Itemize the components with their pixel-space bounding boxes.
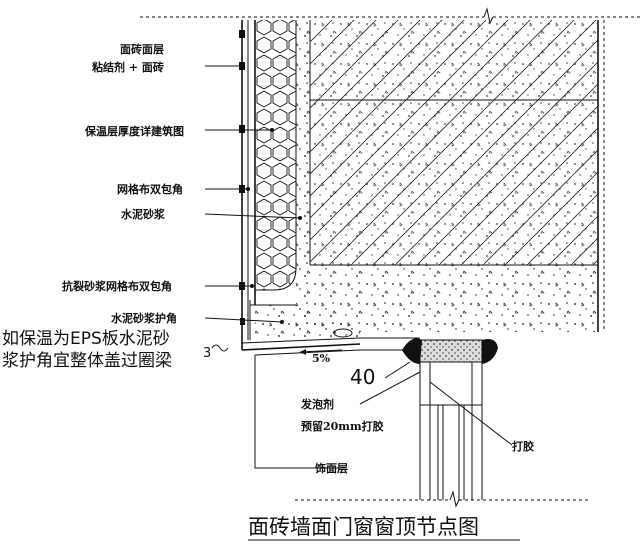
drawing-title: 面砖墙面门窗窗顶节点图: [248, 515, 479, 539]
slope-indicator: 5%: [299, 349, 343, 365]
label-finish-layer: 饰面层: [315, 461, 348, 475]
insulation-layer: [254, 20, 297, 305]
label-tile-surface: 面砖面层: [120, 42, 164, 56]
note-line-1: 如保温为EPS板水泥砂: [2, 329, 170, 349]
label-cement-mortar: 水泥砂浆: [121, 207, 166, 221]
mark-3-label: 3: [203, 346, 211, 361]
label-adhesive-tile: 粘结剂 + 面砖: [92, 60, 164, 74]
window-frame: [402, 338, 498, 500]
label-anticrack-mortar: 抗裂砂浆网格布双包角: [62, 279, 172, 293]
finish-layers: [239, 20, 251, 350]
note-line-2: 浆护角宜整体盖过圈梁: [2, 351, 172, 371]
label-foaming-agent: 发泡剂: [300, 397, 334, 411]
label-cement-mortar-corner: 水泥砂浆护角: [111, 311, 177, 325]
dimension-40-label: 40: [350, 365, 375, 389]
slope-label: 5%: [312, 352, 331, 365]
label-sealant: 打胶: [512, 439, 534, 453]
label-mesh-double-wrap: 网格布双包角: [117, 182, 183, 196]
label-insulation-thickness: 保温层厚度详建筑图: [84, 124, 184, 138]
lintel-soffit: [241, 304, 420, 469]
mark-3: 3: [203, 344, 229, 361]
label-reserve-glue: 预留20mm打胶: [301, 419, 384, 433]
dimension-40: 40: [350, 361, 411, 389]
leader-lines: [204, 64, 513, 469]
